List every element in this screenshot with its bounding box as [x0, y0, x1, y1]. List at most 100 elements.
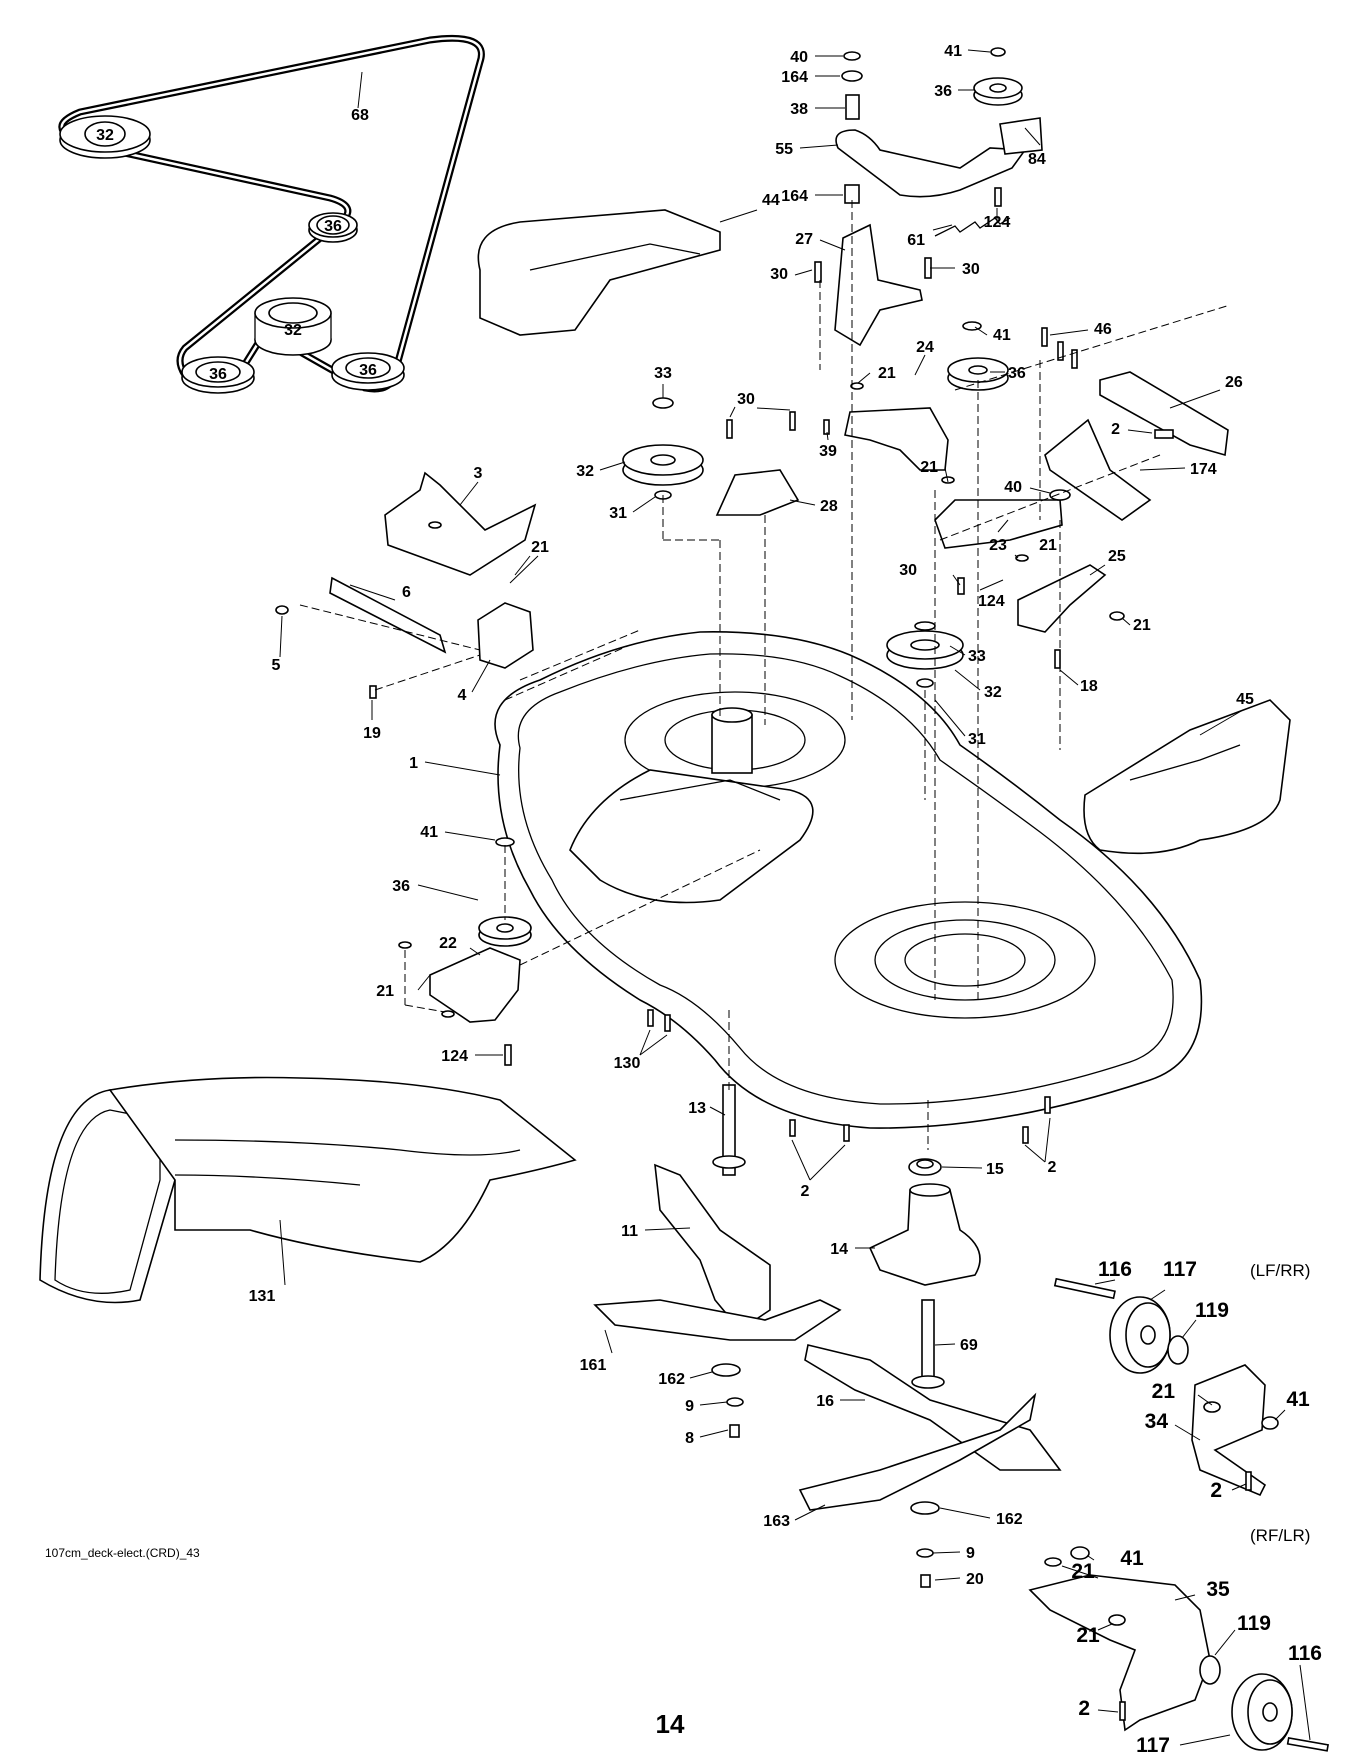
spindle-13 — [712, 1084, 746, 1176]
callout-label: 21 — [1076, 1624, 1100, 1647]
callout-label: 119 — [1195, 1299, 1229, 1322]
callout-label: 163 — [763, 1513, 790, 1530]
callout-label: 161 — [580, 1357, 607, 1374]
callout-label: 45 — [1236, 691, 1254, 708]
belt-label-pulley-bottom-right: 36 — [359, 362, 377, 379]
callout-label: 36 — [934, 83, 952, 100]
callout-label: 31 — [609, 505, 627, 522]
callout-label: 41 — [944, 43, 962, 60]
callout-label: 9 — [966, 1545, 975, 1562]
callout-label: 5 — [272, 657, 281, 674]
callout-label: 6 — [402, 584, 411, 601]
discharge-chute-131 — [39, 1076, 577, 1304]
callout-label: 41 — [1286, 1388, 1310, 1411]
callout-label: 2 — [801, 1183, 810, 1200]
callout-label: 21 — [1039, 537, 1057, 554]
callout-label: 21 — [531, 539, 549, 556]
belt-pulley-bottom-right: 36 — [331, 352, 405, 391]
callout-label: 30 — [737, 391, 755, 408]
callout-label: 21 — [920, 459, 938, 476]
callout-label: 11 — [621, 1223, 638, 1240]
left-hitch-bracket — [369, 602, 534, 699]
callout-label: 119 — [1237, 1612, 1271, 1635]
callout-label: 84 — [1028, 151, 1046, 168]
callout-label: 30 — [770, 266, 788, 283]
spindle-housing-14 — [868, 1183, 981, 1286]
bolt-set-2 — [789, 1096, 1051, 1144]
right-blade-assembly — [798, 1299, 1062, 1588]
belt-label-pulley-top-left: 32 — [96, 127, 114, 144]
callout-label: 124 — [984, 214, 1011, 231]
callout-label: 30 — [899, 562, 917, 579]
bearing-15 — [908, 1158, 942, 1176]
callout-label: 13 — [688, 1100, 706, 1117]
callout-label: 16 — [816, 1393, 834, 1410]
callout-label: 22 — [439, 935, 457, 952]
callout-label: 36 — [1008, 365, 1026, 382]
belt-label-pulley-bottom-left: 36 — [209, 366, 227, 383]
callout-label: 36 — [392, 878, 410, 895]
callout-label: 41 — [1120, 1547, 1144, 1570]
left-blade-assembly — [593, 1163, 842, 1438]
callout-label: 34 — [1145, 1410, 1169, 1433]
callout-label: 31 — [968, 731, 986, 748]
callout-label: 61 — [907, 232, 925, 249]
callout-label: 21 — [376, 983, 394, 1000]
wheel-group-label-lower: (RF/LR) — [1250, 1526, 1310, 1545]
callout-label: 9 — [685, 1398, 694, 1415]
left-rear-bracket — [398, 941, 521, 1066]
right-pulley-assembly — [886, 577, 965, 688]
callout-label: 26 — [1225, 374, 1243, 391]
callout-label: 30 — [962, 261, 980, 278]
belt-routing-diagram: 32 36 32 36 36 68 — [58, 34, 485, 394]
callout-label: 2 — [1048, 1159, 1057, 1176]
left-pulley-assembly — [622, 397, 704, 500]
callout-label: 15 — [986, 1161, 1004, 1178]
callout-label: 35 — [1206, 1578, 1230, 1601]
callout-label: 2 — [1078, 1697, 1090, 1720]
callout-label: 116 — [1288, 1642, 1322, 1665]
bolt-set-46 — [1041, 327, 1078, 369]
left-lower-pulley — [478, 837, 532, 947]
callout-label: 55 — [775, 141, 793, 158]
callout-label: 21 — [1133, 617, 1151, 634]
right-front-bracket — [1015, 554, 1125, 669]
front-left-bracket — [384, 471, 537, 576]
callout-label: 33 — [654, 365, 672, 382]
callout-label: 40 — [790, 49, 808, 66]
leader-lines — [279, 49, 1311, 1746]
callout-label: 21 — [1152, 1380, 1176, 1403]
callout-label: 2 — [1210, 1479, 1222, 1502]
bolt-set-130 — [647, 1009, 671, 1032]
callout-label: 164 — [781, 188, 808, 205]
callout-label: 131 — [249, 1288, 276, 1305]
callout-label: 20 — [966, 1571, 984, 1588]
diagram-caption: 107cm_deck-elect.(CRD)_43 — [45, 1546, 200, 1560]
callout-label: 117 — [1163, 1258, 1197, 1281]
callout-label: 19 — [363, 725, 381, 742]
callout-label: 117 — [1136, 1734, 1170, 1757]
callout-label: 21 — [878, 365, 896, 382]
idler-arm-assembly — [814, 47, 1043, 347]
callout-label: 27 — [795, 231, 813, 248]
callout-label: 14 — [830, 1241, 848, 1258]
callout-label: 21 — [1071, 1560, 1095, 1583]
mower-deck — [494, 631, 1203, 1129]
callout-label: 3 — [474, 465, 483, 482]
assembly-guide-lines — [299, 200, 1231, 1150]
right-belt-cover — [1083, 699, 1291, 855]
callout-label: 32 — [576, 463, 594, 480]
center-right-bracket — [934, 476, 1071, 549]
right-idler-bracket — [823, 382, 949, 471]
callout-label: 33 — [968, 648, 986, 665]
callout-label: 124 — [441, 1048, 468, 1065]
belt-pulley-top-left: 32 — [59, 115, 151, 159]
callout-label: 8 — [685, 1430, 694, 1447]
callout-label: 25 — [1108, 548, 1126, 565]
callout-label: 124 — [978, 593, 1005, 610]
deck-shell — [494, 631, 1203, 1129]
belt-label-68: 68 — [351, 107, 369, 124]
page-number: 14 — [656, 1709, 685, 1739]
left-rod — [275, 576, 447, 654]
